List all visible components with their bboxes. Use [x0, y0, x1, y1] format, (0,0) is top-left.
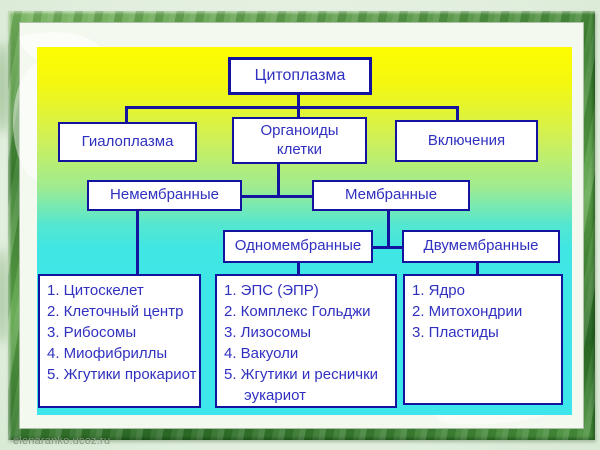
list-item: 3. Пластиды — [412, 324, 499, 341]
list-single-membrane-organelles: 1. ЭПС (ЭПР) 2. Комплекс Гольджи 3. Лизо… — [215, 274, 397, 408]
node-non-membrane: Немембранные — [87, 180, 242, 211]
list-item: 1. ЭПС (ЭПР) — [224, 282, 319, 299]
list-item: 5. Жгутики прокариот — [47, 366, 197, 383]
list-item: 4. Вакуоли — [224, 345, 299, 362]
connector-membrane-types-rail — [373, 246, 402, 249]
node-membrane: Мембранные — [312, 180, 470, 211]
list-item: 1. Цитоскелет — [47, 282, 144, 299]
connector-hyaloplasm-drop — [125, 106, 128, 122]
list-item: 1. Ядро — [412, 282, 465, 299]
slide-background: Цитоплазма Гиалоплазма Органоиды клетки … — [37, 47, 572, 415]
slide-mat: Цитоплазма Гиалоплазма Органоиды клетки … — [13, 20, 584, 430]
connector-organoids-drop — [297, 106, 300, 117]
connector-membrane-split-rail — [242, 195, 312, 198]
connector-single-membrane-down — [297, 263, 300, 274]
list-item: 3. Рибосомы — [47, 324, 137, 341]
connector-inclusions-drop — [456, 106, 459, 120]
list-double-membrane-organelles: 1. Ядро 2. Митохондрии 3. Пластиды — [403, 274, 563, 405]
connector-double-membrane-down — [476, 263, 479, 274]
connector-membrane-down — [387, 211, 390, 249]
connector-non-membrane-down — [136, 211, 139, 274]
node-cytoplasm: Цитоплазма — [228, 57, 372, 95]
list-item: 2. Комплекс Гольджи — [224, 303, 371, 320]
leaf-smudge-decoration — [0, 248, 8, 344]
site-watermark: elenaranko.ucoz.ru — [13, 435, 111, 447]
list-item: 3. Лизосомы — [224, 324, 312, 341]
node-hyaloplasm: Гиалоплазма — [58, 122, 197, 162]
list-item: 5. Жгутики и реснички эукариот — [224, 366, 379, 404]
photo-frame: Цитоплазма Гиалоплазма Органоиды клетки … — [8, 11, 595, 440]
node-double-membrane: Двумембранные — [402, 230, 560, 263]
list-non-membrane-organelles: 1. Цитоскелет 2. Клеточный центр 3. Рибо… — [38, 274, 201, 408]
connector-cytoplasm-down — [297, 95, 300, 109]
node-single-membrane: Одномембранные — [223, 230, 373, 263]
leaf-smudge-decoration — [0, 42, 9, 134]
connector-level2-rail — [126, 106, 458, 109]
list-item: 4. Миофибриллы — [47, 345, 168, 362]
list-item: 2. Митохондрии — [412, 303, 523, 320]
node-cell-organoids: Органоиды клетки — [232, 117, 367, 164]
list-item: 2. Клеточный центр — [47, 303, 184, 320]
connector-organoids-down — [277, 164, 280, 198]
node-inclusions: Включения — [395, 120, 538, 162]
